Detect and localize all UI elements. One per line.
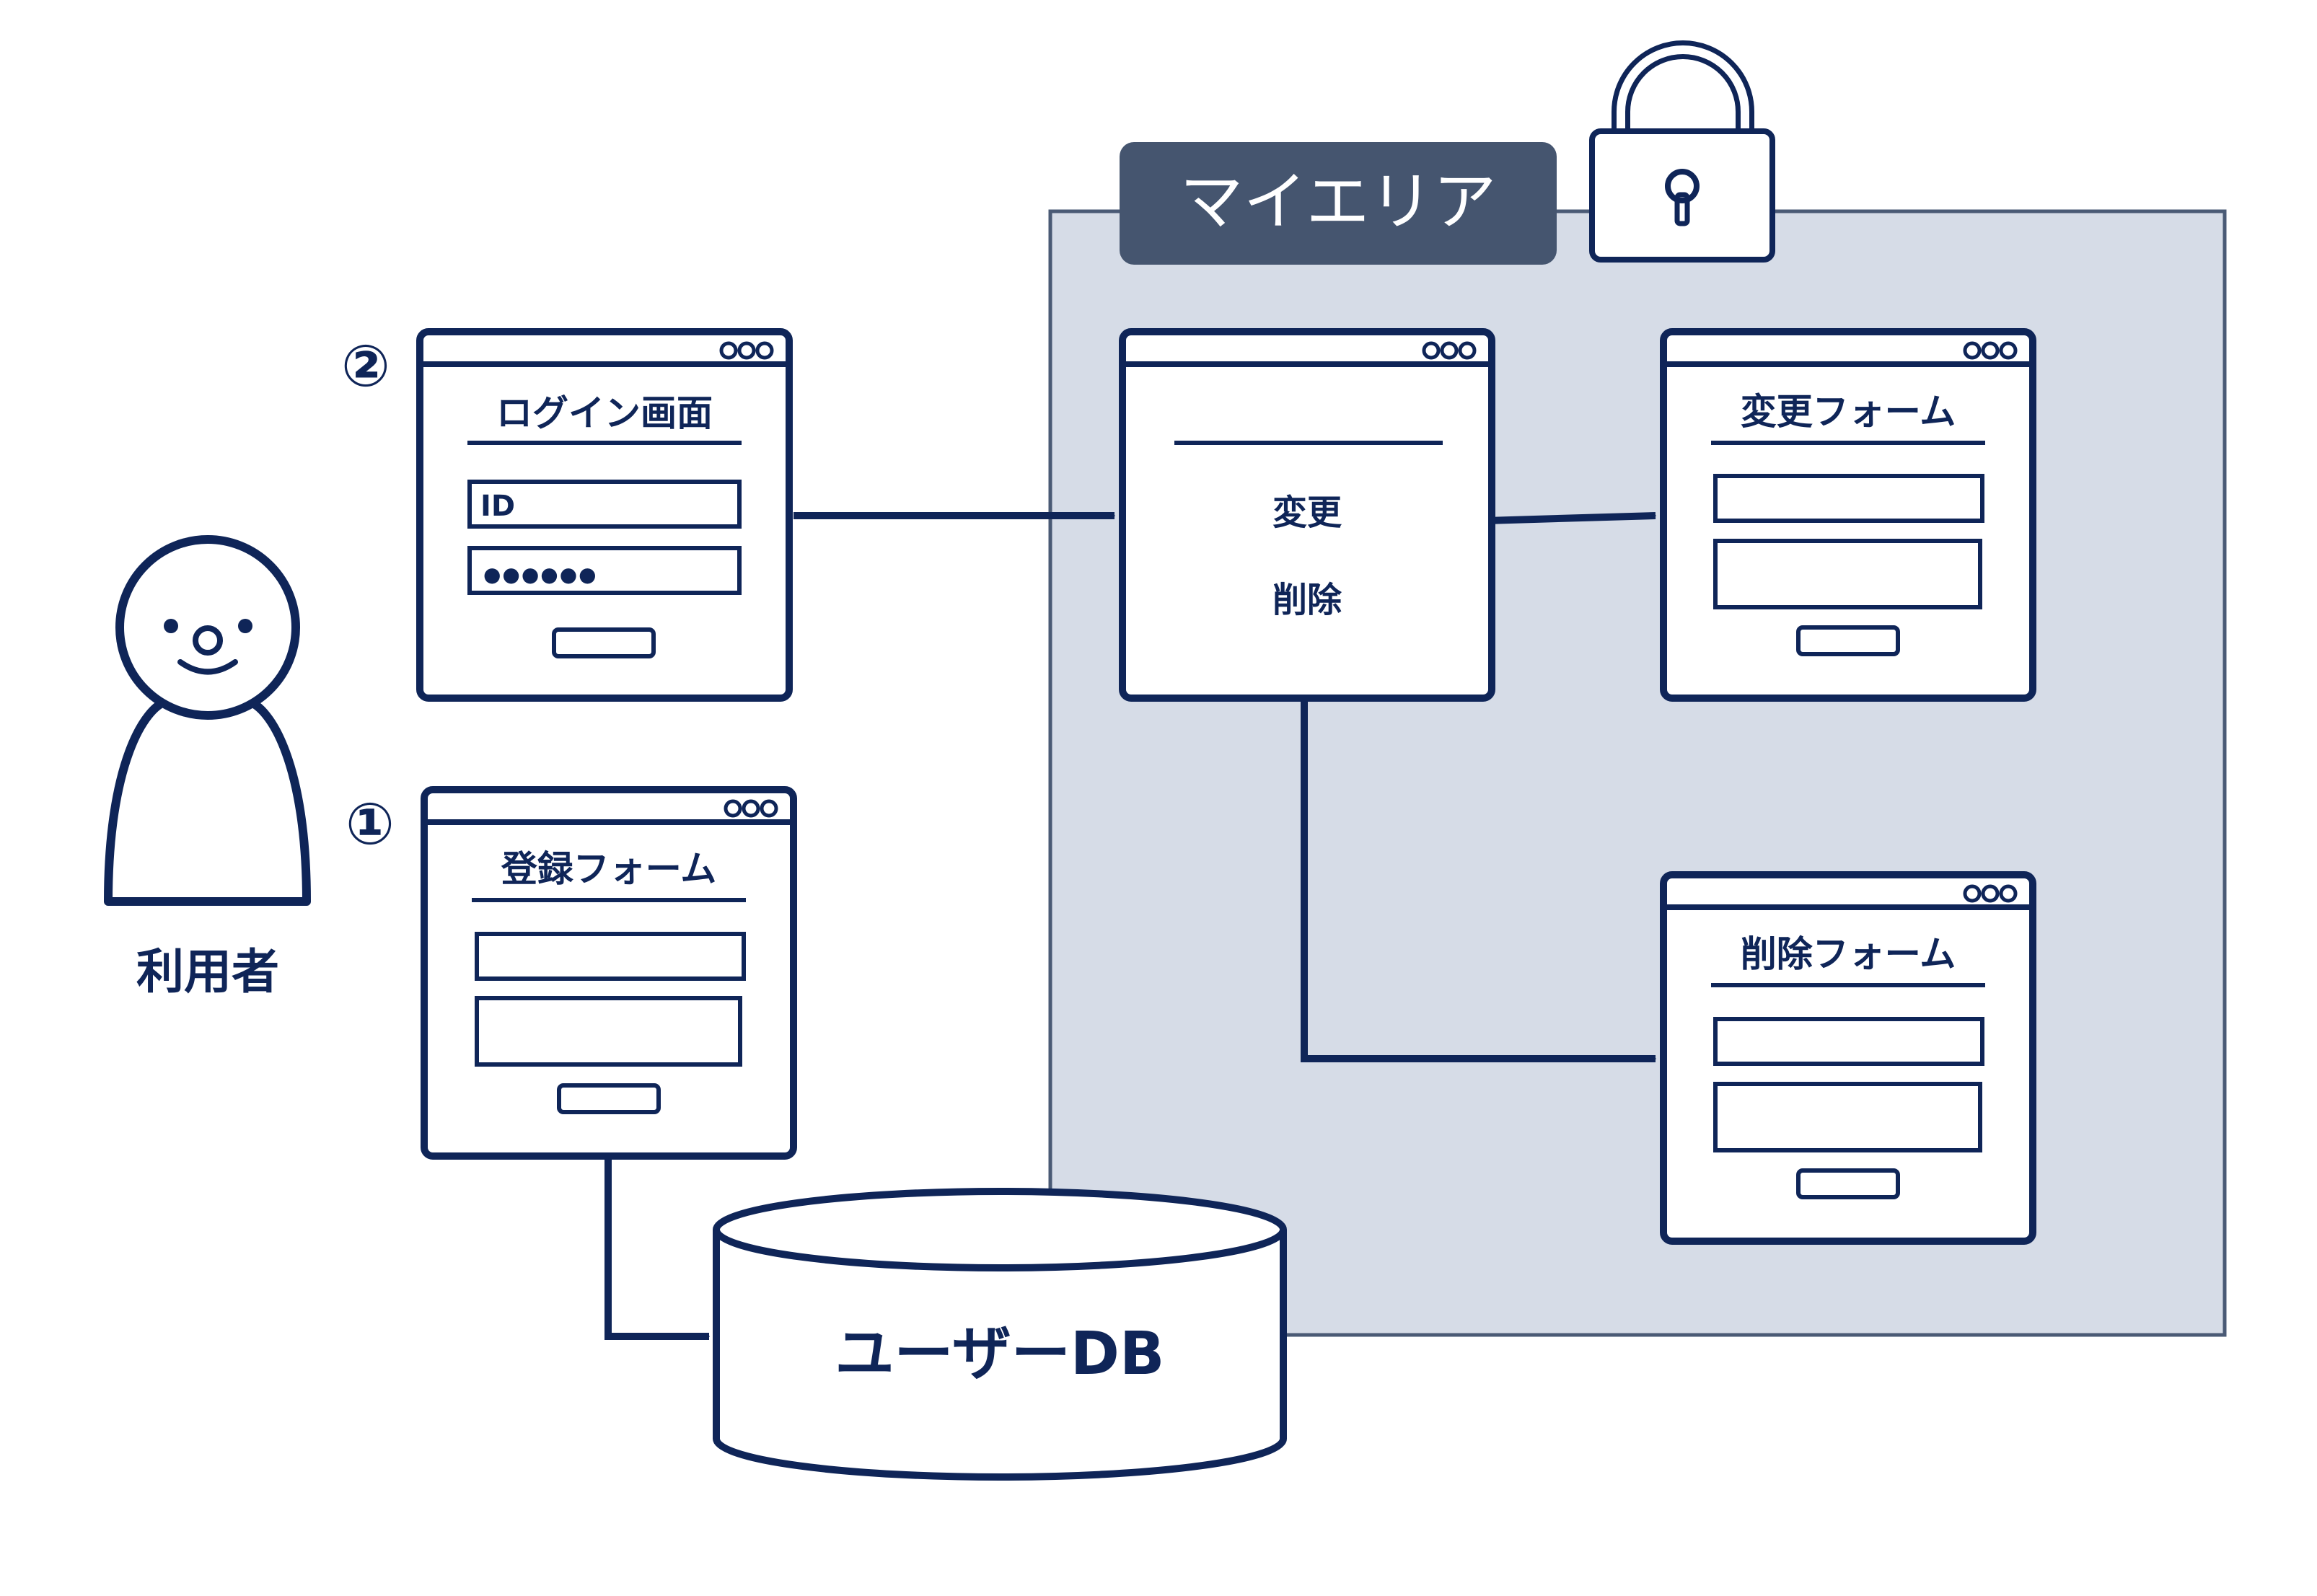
login-window: ログイン画面 ID ●●●●●●: [416, 328, 793, 702]
user-person-icon: [104, 535, 311, 906]
login-title: ログイン画面: [496, 392, 713, 434]
delete-input-2[interactable]: [1713, 1082, 1982, 1152]
database-cylinder-icon: [713, 1188, 1287, 1481]
change-form-window: 変更フォーム: [1660, 328, 2036, 702]
login-submit-button[interactable]: [552, 627, 656, 658]
register-window: 登録フォーム: [421, 786, 797, 1160]
change-input-2[interactable]: [1713, 539, 1982, 609]
delete-form-window: 削除フォーム: [1660, 871, 2036, 1245]
arrow-delete-to-form: [1301, 627, 1656, 1062]
delete-submit-button[interactable]: [1796, 1168, 1900, 1199]
change-input-1[interactable]: [1713, 474, 1984, 523]
step-2-number: ②: [341, 332, 390, 400]
register-input-2[interactable]: [475, 996, 742, 1067]
register-title: 登録フォーム: [501, 848, 717, 890]
my-area-tag: マイエリア: [1120, 142, 1557, 265]
window-controls-icon: [1422, 341, 1477, 360]
id-input-label: ID: [480, 490, 515, 523]
register-submit-button[interactable]: [557, 1083, 661, 1114]
menu-window: 変更 削除: [1119, 328, 1495, 702]
arrow-register-to-db: [604, 1155, 710, 1340]
change-form-title: 変更フォーム: [1741, 391, 1956, 433]
window-controls-icon: [1963, 341, 2018, 360]
database-label: ユーザーDB: [835, 1320, 1165, 1388]
password-input[interactable]: [467, 546, 742, 595]
id-input[interactable]: [467, 480, 742, 529]
window-controls-icon: [1963, 884, 2018, 903]
change-link[interactable]: 変更: [1272, 493, 1342, 533]
my-area-label: マイエリア: [1179, 164, 1496, 239]
register-input-1[interactable]: [475, 932, 746, 981]
change-submit-button[interactable]: [1796, 625, 1900, 656]
password-mask: ●●●●●●: [483, 563, 598, 586]
delete-form-title: 削除フォーム: [1741, 933, 1956, 975]
delete-link[interactable]: 削除: [1272, 580, 1342, 620]
window-controls-icon: [719, 341, 774, 360]
padlock-icon: [1589, 40, 1775, 263]
step-1-number: ①: [346, 790, 395, 857]
user-label: 利用者: [136, 944, 279, 1000]
delete-input-1[interactable]: [1713, 1017, 1984, 1066]
window-controls-icon: [724, 799, 778, 818]
